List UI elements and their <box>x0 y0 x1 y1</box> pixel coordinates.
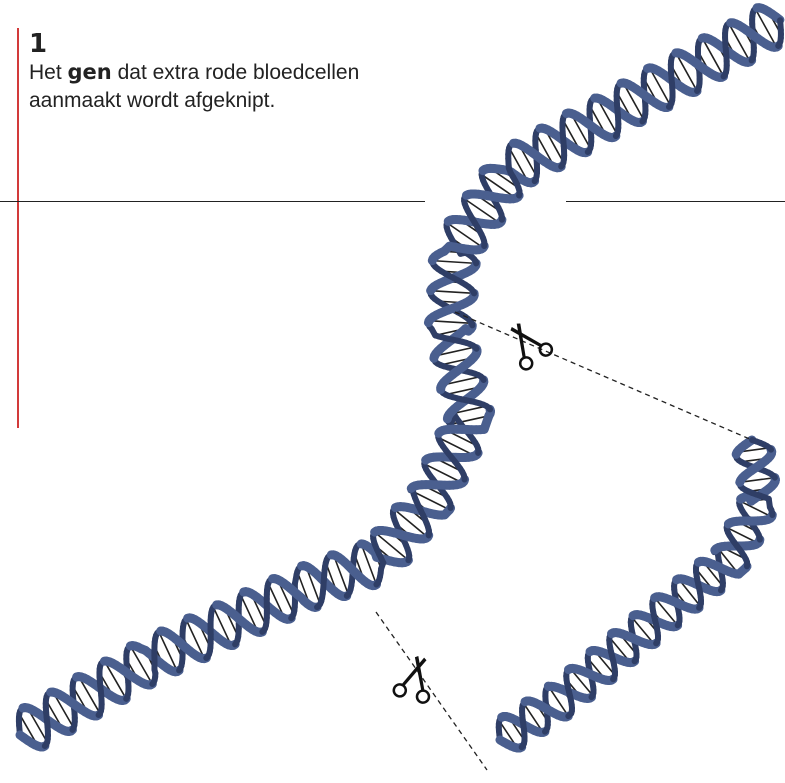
scissors-icon <box>499 315 554 372</box>
cut-line-top <box>455 312 752 440</box>
cut-lines <box>376 312 752 770</box>
dna-helix-main <box>19 8 781 747</box>
dna-helix-illustration <box>19 8 781 748</box>
scissors-icon <box>392 652 438 704</box>
dna-helix-excised <box>499 440 776 748</box>
